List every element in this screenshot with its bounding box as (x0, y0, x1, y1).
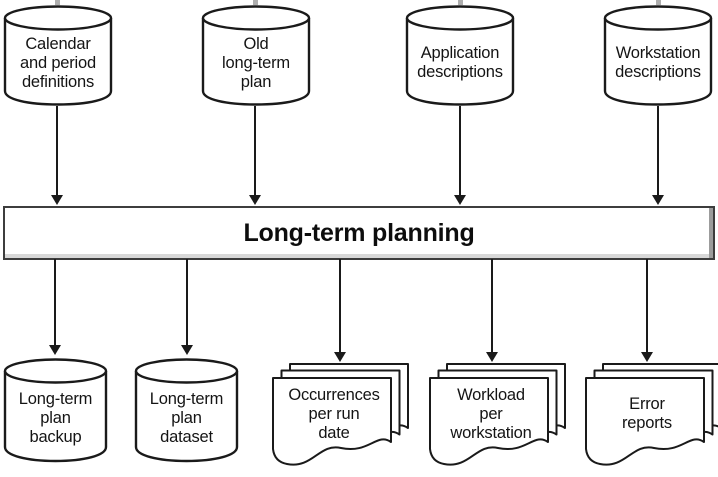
arrow-planning-to-error-reports (641, 259, 653, 362)
output-cylinder-long-term-plan-dataset: Long-term plan dataset (133, 356, 240, 464)
input-cylinder-workstation-descriptions: Workstation descriptions (602, 3, 714, 107)
arrow-calendar-to-planning (51, 106, 63, 205)
arrowhead-icon (49, 345, 61, 355)
arrowhead-icon (486, 352, 498, 362)
output-report-stack-workload-per-workstation: Workload per workstation (428, 361, 568, 473)
database-cylinder-icon (201, 5, 311, 106)
report-stack-icon (429, 363, 566, 466)
report-stack-icon (272, 363, 409, 466)
output-cylinder-long-term-plan-backup: Long-term plan backup (2, 356, 109, 464)
node-label: Long-term plan backup (18, 389, 93, 446)
input-cylinder-calendar-period-definitions: Calendar and period definitions (2, 3, 114, 107)
arrow-workstations-to-planning (652, 106, 664, 205)
output-report-stack-error-reports: Error reports (584, 361, 718, 473)
arrowhead-icon (652, 195, 664, 205)
arrowhead-icon (334, 352, 346, 362)
database-cylinder-icon (603, 5, 713, 106)
arrowhead-icon (51, 195, 63, 205)
node-label: Workload per workstation (450, 385, 532, 442)
top-edge-stub (253, 0, 258, 5)
output-report-stack-occurrences-per-run-date: Occurrences per run date (271, 361, 411, 473)
top-edge-stub (55, 0, 60, 5)
arrow-planning-to-workload (486, 259, 498, 362)
node-label: Occurrences per run date (288, 385, 380, 442)
node-label: Long-term plan dataset (149, 389, 224, 446)
arrowhead-icon (454, 195, 466, 205)
process-box-label: Long-term planning (243, 218, 475, 247)
arrow-applications-to-planning (454, 106, 466, 205)
top-edge-stub (656, 0, 661, 5)
process-box-long-term-planning: Long-term planning (3, 206, 715, 260)
database-cylinder-icon (134, 358, 239, 463)
arrowhead-icon (641, 352, 653, 362)
report-stack-icon (585, 363, 718, 466)
input-cylinder-application-descriptions: Application descriptions (404, 3, 516, 107)
input-cylinder-old-long-term-plan: Old long-term plan (200, 3, 312, 107)
arrow-planning-to-dataset (181, 259, 193, 355)
top-edge-stub (458, 0, 463, 5)
arrow-planning-to-occurrences (334, 259, 346, 362)
node-label: Workstation descriptions (615, 44, 701, 81)
node-label: Old long-term plan (222, 34, 290, 91)
node-label: Error reports (622, 395, 672, 432)
arrow-old-plan-to-planning (249, 106, 261, 205)
arrow-planning-to-backup (49, 259, 61, 355)
node-label: Application descriptions (417, 44, 503, 81)
database-cylinder-icon (3, 5, 113, 106)
arrowhead-icon (249, 195, 261, 205)
node-label: Calendar and period definitions (20, 34, 96, 91)
database-cylinder-icon (405, 5, 515, 106)
database-cylinder-icon (3, 358, 108, 463)
arrowhead-icon (181, 345, 193, 355)
